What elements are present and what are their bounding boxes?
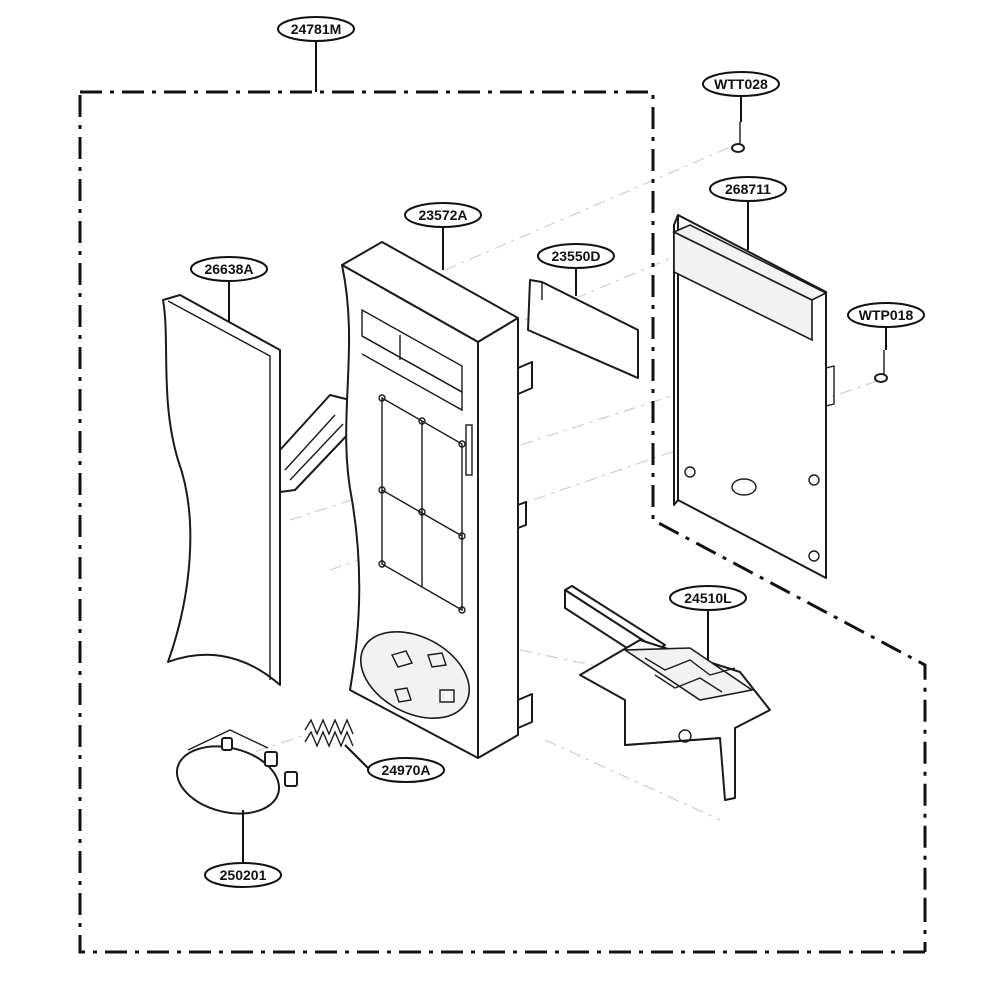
control-pcb — [672, 214, 835, 579]
svg-text:23550D: 23550D — [551, 248, 600, 264]
membrane-keypad — [162, 294, 353, 686]
svg-text:WTP018: WTP018 — [859, 307, 914, 323]
screw-side-icon — [874, 350, 888, 383]
svg-text:268711: 268711 — [725, 181, 771, 197]
spring-icon — [304, 718, 354, 748]
svg-text:WTT028: WTT028 — [714, 76, 768, 92]
leader-lines — [228, 40, 887, 863]
svg-text:26638A: 26638A — [204, 261, 253, 277]
svg-text:24970A: 24970A — [381, 762, 430, 778]
callout-screw-side: WTP018 — [847, 302, 925, 328]
assembly-boundary — [78, 90, 927, 954]
svg-text:250201: 250201 — [220, 867, 267, 883]
knob — [175, 729, 298, 815]
callout-spring: 24970A — [367, 757, 445, 783]
callout-screw-top: WTT028 — [702, 71, 780, 97]
callout-assembly: 24781M — [277, 16, 355, 42]
callout-pcb: 268711 — [709, 176, 787, 202]
callout-panel: 23572A — [404, 202, 482, 228]
screw-top-icon — [731, 122, 745, 153]
svg-text:24510L: 24510L — [684, 590, 732, 606]
callout-latch: 24510L — [669, 585, 747, 611]
callout-knob: 250201 — [204, 862, 282, 888]
control-panel — [341, 241, 533, 759]
callout-membrane: 26638A — [190, 256, 268, 282]
display-window — [527, 279, 639, 379]
callout-window: 23550D — [537, 243, 615, 269]
door-latch — [564, 585, 771, 801]
svg-text:23572A: 23572A — [418, 207, 467, 223]
svg-text:24781M: 24781M — [291, 21, 342, 37]
